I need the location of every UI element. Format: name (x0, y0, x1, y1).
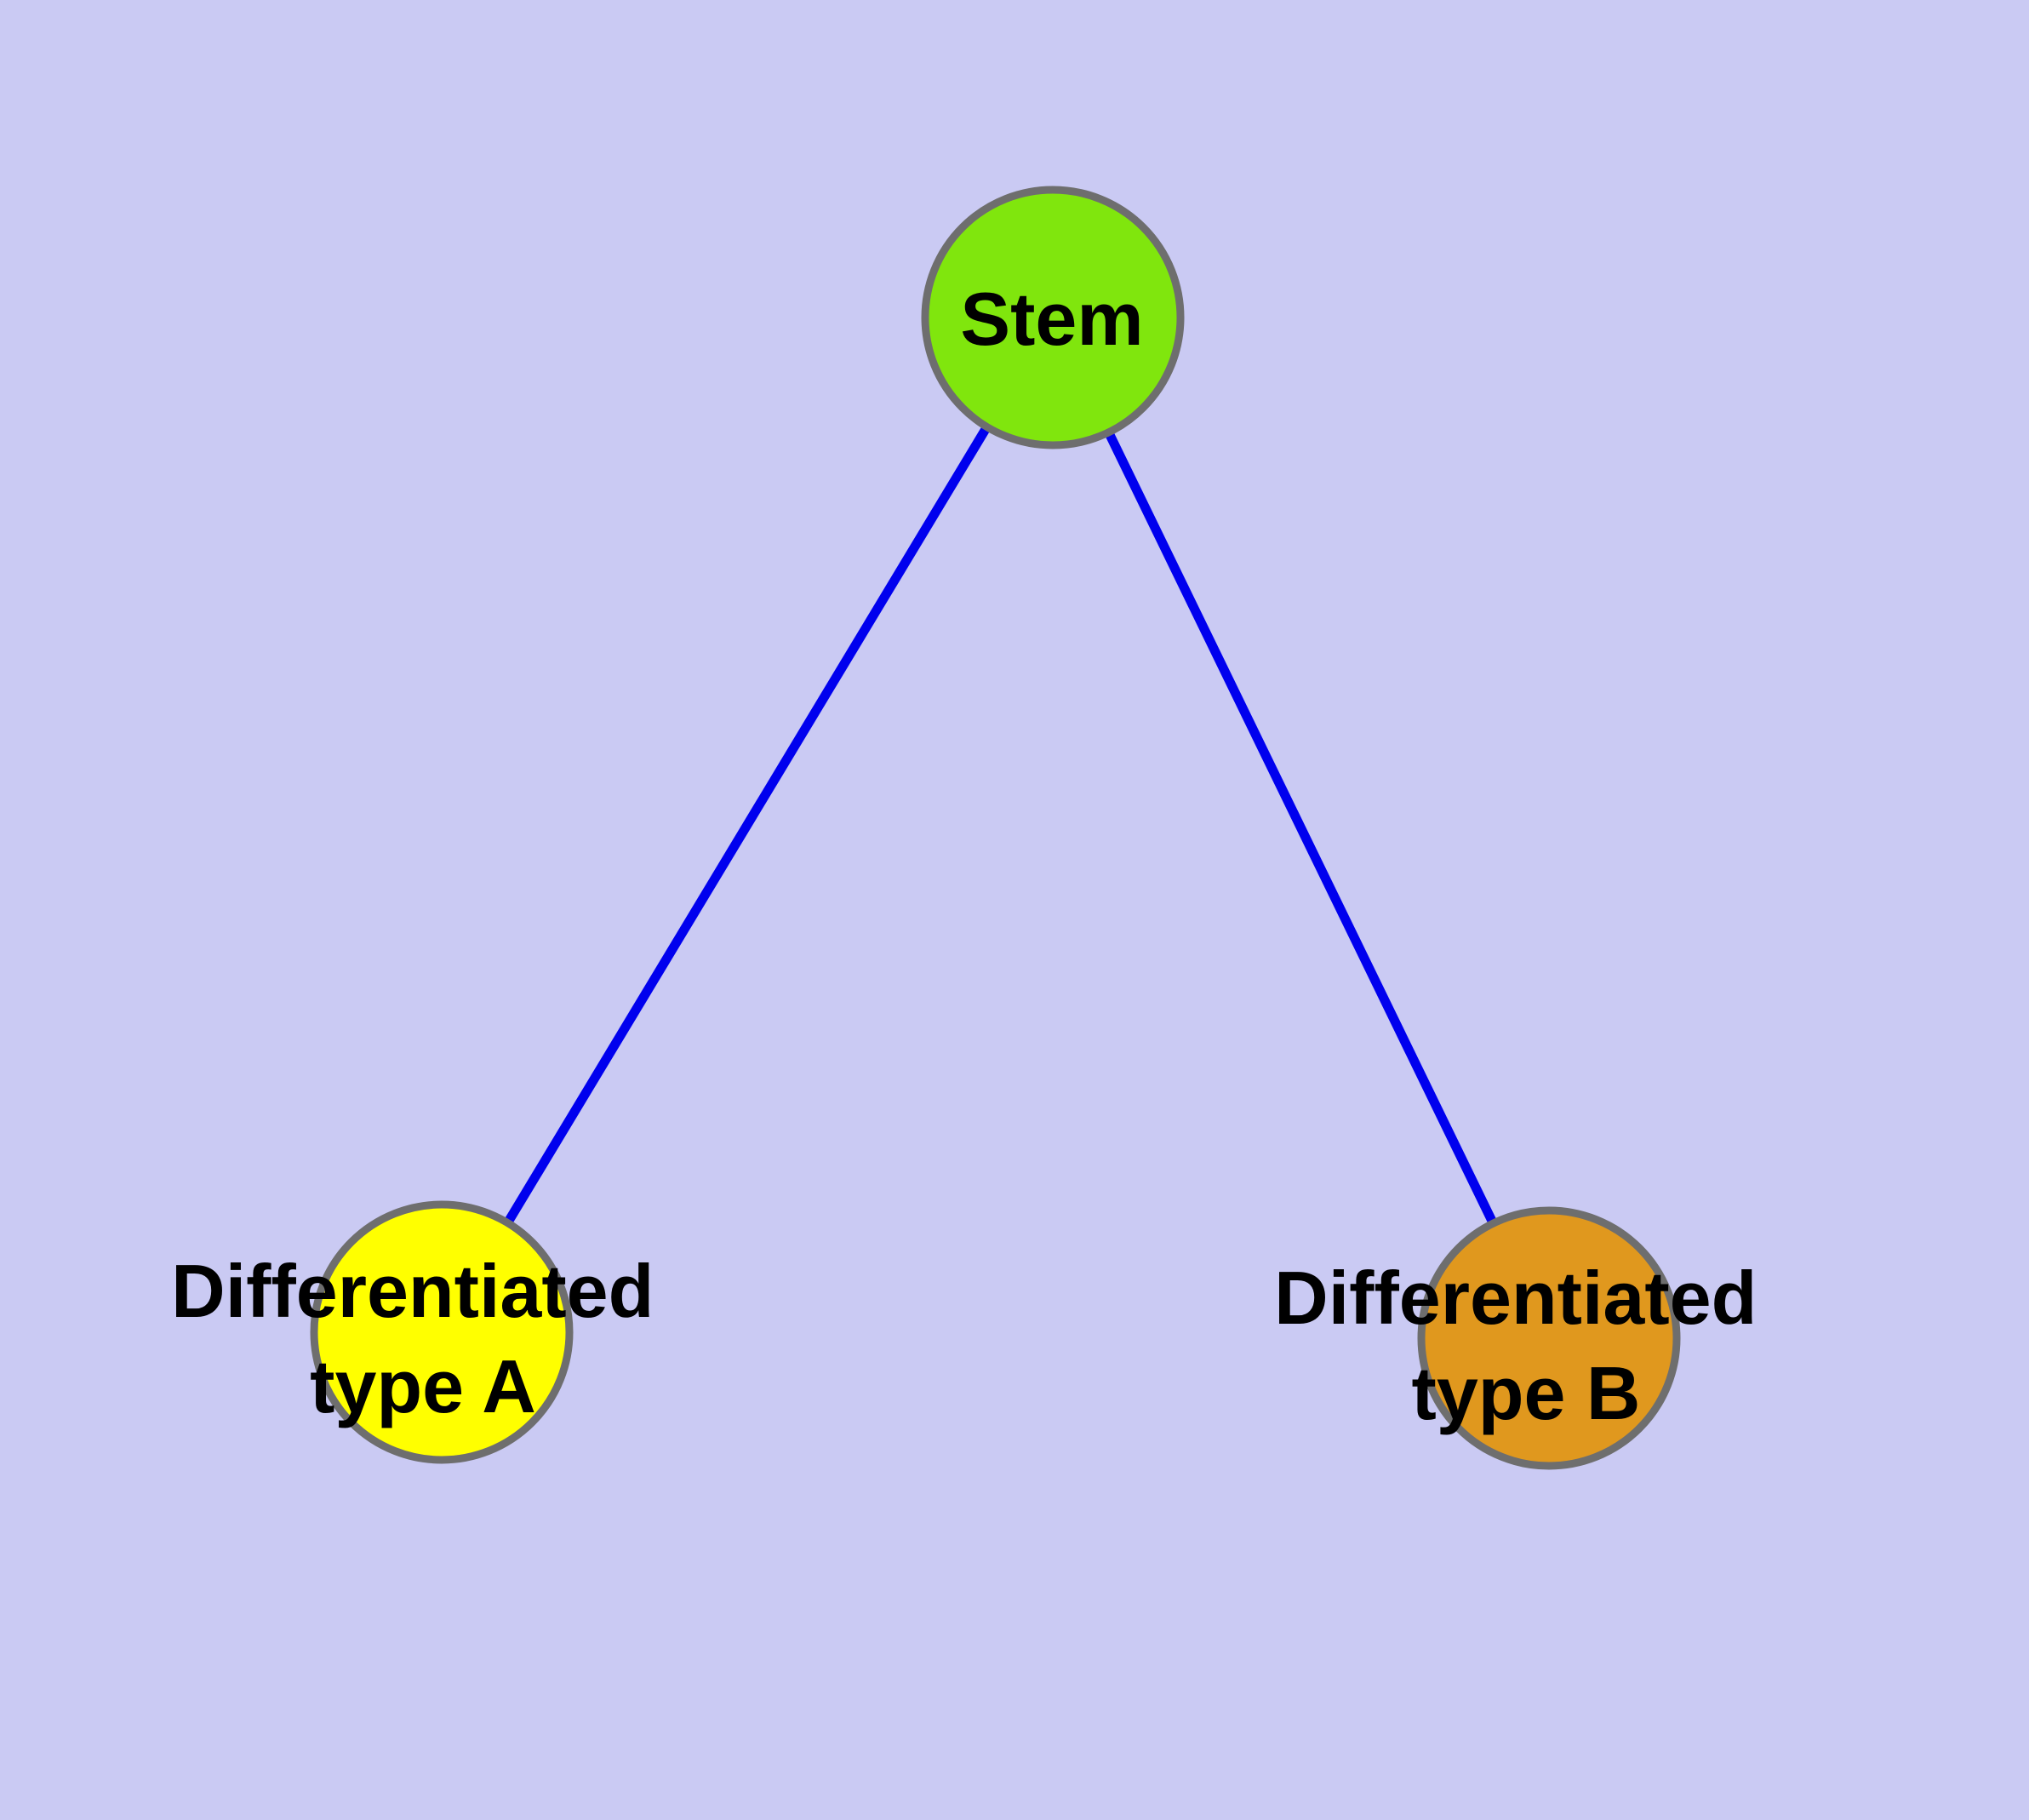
node-differentiated-type-b-label-line-2: type B (1412, 1351, 1641, 1435)
node-differentiated-type-b-label: Differentiated type B (1274, 1256, 1778, 1435)
node-differentiated-type-a: Differentiated type A (171, 1200, 675, 1464)
edge-group (437, 315, 1553, 1341)
node-differentiated-type-a-label-line-2: type A (310, 1344, 536, 1428)
node-differentiated-type-a-label: Differentiated type A (171, 1249, 675, 1428)
node-stem-circle (921, 186, 1185, 449)
node-differentiated-type-a-label-line-1: Differentiated (171, 1249, 654, 1333)
node-stem-label-line-1: Stem (960, 277, 1143, 361)
node-stem: Stem (921, 186, 1185, 449)
node-differentiated-type-a-circle (310, 1200, 574, 1464)
node-differentiated-type-b: Differentiated type B (1274, 1206, 1778, 1470)
node-differentiated-type-b-label-line-1: Differentiated (1274, 1256, 1757, 1340)
node-differentiated-type-b-circle (1417, 1206, 1681, 1470)
edge-stem-to-type-b (1049, 315, 1553, 1341)
edge-stem-to-type-a (437, 315, 1057, 1335)
node-stem-label: Stem (960, 277, 1143, 361)
